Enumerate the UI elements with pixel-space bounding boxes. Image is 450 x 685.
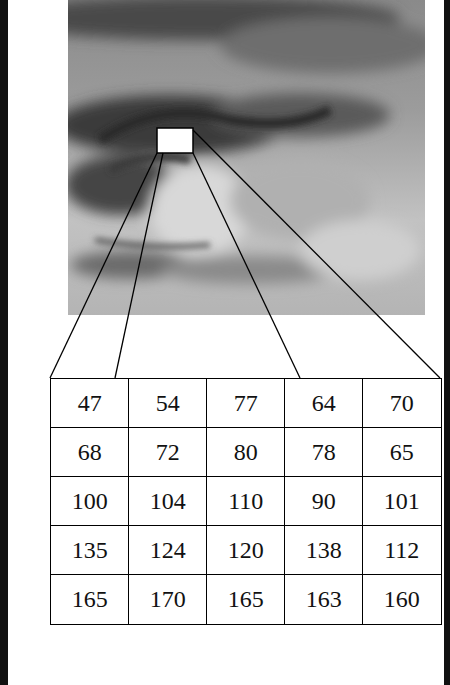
table-cell: 65 bbox=[362, 427, 442, 478]
pixel-value: 124 bbox=[150, 538, 186, 562]
table-cell: 54 bbox=[128, 378, 208, 429]
pixel-value: 165 bbox=[72, 587, 108, 611]
table-cell: 68 bbox=[50, 427, 130, 478]
pixel-value: 65 bbox=[390, 440, 414, 464]
pixel-value: 54 bbox=[156, 391, 180, 415]
table-cell: 110 bbox=[206, 476, 286, 527]
sample-window bbox=[157, 128, 193, 153]
table-cell: 163 bbox=[284, 574, 364, 625]
table-cell: 78 bbox=[284, 427, 364, 478]
pixel-value: 104 bbox=[150, 489, 186, 513]
table-cell: 100 bbox=[50, 476, 130, 527]
table-cell: 170 bbox=[128, 574, 208, 625]
zoom-lines bbox=[50, 130, 440, 378]
table-cell: 104 bbox=[128, 476, 208, 527]
pixel-value: 80 bbox=[234, 440, 258, 464]
pixel-value: 112 bbox=[384, 538, 419, 562]
table-cell: 165 bbox=[206, 574, 286, 625]
table-cell: 47 bbox=[50, 378, 130, 429]
pixel-value: 47 bbox=[78, 391, 102, 415]
pixel-value: 101 bbox=[384, 489, 420, 513]
table-cell: 138 bbox=[284, 525, 364, 576]
pixel-value: 68 bbox=[78, 440, 102, 464]
pixel-value: 163 bbox=[306, 587, 342, 611]
pixel-value: 90 bbox=[312, 489, 336, 513]
pixel-value: 160 bbox=[384, 587, 420, 611]
table-cell: 165 bbox=[50, 574, 130, 625]
table-cell: 72 bbox=[128, 427, 208, 478]
pixel-value: 72 bbox=[156, 440, 180, 464]
table-cell: 80 bbox=[206, 427, 286, 478]
pixel-value: 77 bbox=[234, 391, 258, 415]
pixel-value: 120 bbox=[228, 538, 264, 562]
pixel-value: 170 bbox=[150, 587, 186, 611]
pixel-value: 110 bbox=[228, 489, 263, 513]
table-cell: 101 bbox=[362, 476, 442, 527]
table-cell: 90 bbox=[284, 476, 364, 527]
table-cell: 77 bbox=[206, 378, 286, 429]
pixel-value: 100 bbox=[72, 489, 108, 513]
pixel-value: 64 bbox=[312, 391, 336, 415]
pixel-value: 138 bbox=[306, 538, 342, 562]
table-cell: 70 bbox=[362, 378, 442, 429]
table-cell: 124 bbox=[128, 525, 208, 576]
table-cell: 135 bbox=[50, 525, 130, 576]
table-cell: 160 bbox=[362, 574, 442, 625]
table-cell: 64 bbox=[284, 378, 364, 429]
table-cell: 112 bbox=[362, 525, 442, 576]
pixel-value: 70 bbox=[390, 391, 414, 415]
pixel-value: 78 bbox=[312, 440, 336, 464]
table-cell: 120 bbox=[206, 525, 286, 576]
pixel-value: 135 bbox=[72, 538, 108, 562]
pixel-value: 165 bbox=[228, 587, 264, 611]
